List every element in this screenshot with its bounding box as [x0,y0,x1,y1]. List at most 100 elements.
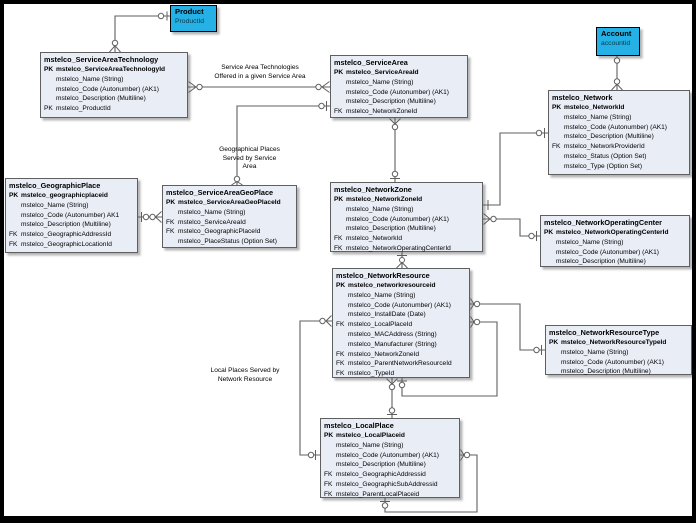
attribute-row: mstelco_InstallDate (Date) [336,310,466,320]
key-prefix: FK [334,244,343,252]
attribute-name: mstelco_GeographicAddressId [21,231,112,239]
attribute-row: mstelco_Name (String) [166,208,293,218]
attribute-name: mstelco_Code (Autonumber) (AK1) [56,85,159,93]
attribute-row: mstelco_Description (Multiline) [549,367,688,377]
key-prefix: PK [549,339,559,346]
attribute-name: mstelco_NetworkZoneId [346,196,423,203]
attribute-row: mstelco_Status (Option Set) [552,152,686,162]
key-prefix: PK [334,69,344,76]
attribute-name: mstelco_LocalPlaceid [336,432,405,439]
key-prefix: FK [166,218,175,226]
attribute-name: mstelco_Description (Multiline) [336,461,426,469]
key-prefix: PK [544,229,554,236]
attribute-name: mstelco_ServiceAreaId [346,69,419,76]
connector-geographicplace-serviceareageoplace[interactable] [138,211,162,223]
attribute-name: mstelco_ParentNetworkResourceId [348,360,452,368]
attribute-name: mstelco_Name (String) [346,78,414,86]
attribute-name: mstelco_LocalPlaceId [348,321,413,329]
attribute-name: mstelco_GeographicAddressid [336,471,426,479]
entity-product[interactable]: Product ProductId [170,5,217,32]
attribute-row: mstelco_Description (Multiline) [334,97,464,107]
connector-serviceareatechnology-servicearea[interactable] [188,81,330,93]
attribute-name: mstelco_Name (String) [564,113,632,121]
attribute-name: mstelco_NetworkZoneId [346,108,418,116]
attribute-row: mstelco_Code (Autonumber) (AK1) [552,123,686,133]
label-line: Network Resource [217,375,273,383]
attribute-row: mstelco_Name (String) [334,205,479,215]
connector-localplace-self[interactable] [380,449,478,513]
label-line: Local Places Served by [210,367,280,374]
connector-servicearea-networkzone[interactable] [389,118,401,182]
attribute-name: mstelco_TypeId [348,370,395,378]
label-line: Area [242,163,257,171]
connector-networkresource-localplace-vertical[interactable] [386,378,398,418]
entity-title: mstelco_NetworkZone [334,185,412,194]
attribute-name: mstelco_ServiceAreaId [178,218,246,226]
attribute-row: mstelco_Code (Autonumber) (AK1) [334,215,479,225]
attribute-row: mstelco_Code (Autonumber) (AK1) [334,88,464,98]
attribute-row: mstelco_Name (String) [544,238,686,248]
attribute-row: mstelco_Name (String) [336,291,466,301]
entity-account[interactable]: Account accountid [596,27,640,56]
key-prefix: FK [336,370,345,378]
attribute-name: mstelco_Status (Option Set) [564,152,647,160]
attribute-name: mstelco_NetworkProviderId [564,143,645,151]
entity-title: mstelco_GeographicPlace [9,181,101,190]
attribute-name: mstelco_MACAddress (String) [348,330,437,338]
attribute-name: mstelco_Description (Multiline) [56,95,146,103]
attribute-row: mstelco_Manufacturer (String) [336,340,466,350]
attribute-row: mstelco_Type (Option Set) [552,162,686,172]
attribute-name: mstelco_ServiceAreaTechnologyId [56,66,166,73]
connector-account-network[interactable] [611,56,623,91]
label-line: Geographical Places [219,146,280,153]
connector-networkzone-network[interactable] [483,128,548,210]
entity-title: Product [175,7,204,16]
connector-servicearea-serviceareageoplace[interactable] [231,101,331,186]
key-prefix: PK [552,104,562,111]
attribute-name: mstelco_networkresourceid [348,282,436,289]
key-prefix: FK [166,228,175,236]
attribute-name: mstelco_NetworkZoneId [348,350,420,358]
key-prefix: FK [324,471,333,479]
attribute-name: mstelco_NetworkResourceTypeId [561,339,667,346]
entity-title: mstelco_ServiceAreaGeoPlace [166,188,274,197]
connector-networkresource-networkresourcetype[interactable] [470,298,545,356]
connector-product-serviceareatechnology[interactable] [109,11,171,53]
connector-networkzone-networkoperatingcenter[interactable] [483,213,540,242]
attribute-name: mstelco_GeographicSubAddressid [336,480,438,488]
attribute-name: mstelco_Code (Autonumber) (AK1) [346,215,449,223]
attribute-name: mstelco_ParentLocalPlaceid [336,490,420,498]
connector-networkresource-self[interactable] [397,316,498,397]
connector-networkresource-localplace[interactable] [299,315,332,461]
key-prefix: FK [324,480,333,488]
attribute-name: mstelco_Code (Autonumber) (AK1) [348,301,451,309]
attribute-row: mstelco_Code (Autonumber) (AK1) [44,85,184,95]
attribute-name: mstelco_Description (Multiline) [21,221,111,229]
attribute-name: mstelco_Description (Multiline) [561,368,651,376]
attribute-name: mstelco_Description (Multiline) [346,225,436,233]
attribute-name: mstelco_Manufacturer (String) [348,340,437,348]
attribute-name: mstelco_NetworkId [564,104,625,111]
connector-networkzone-networkresource[interactable] [396,252,408,269]
